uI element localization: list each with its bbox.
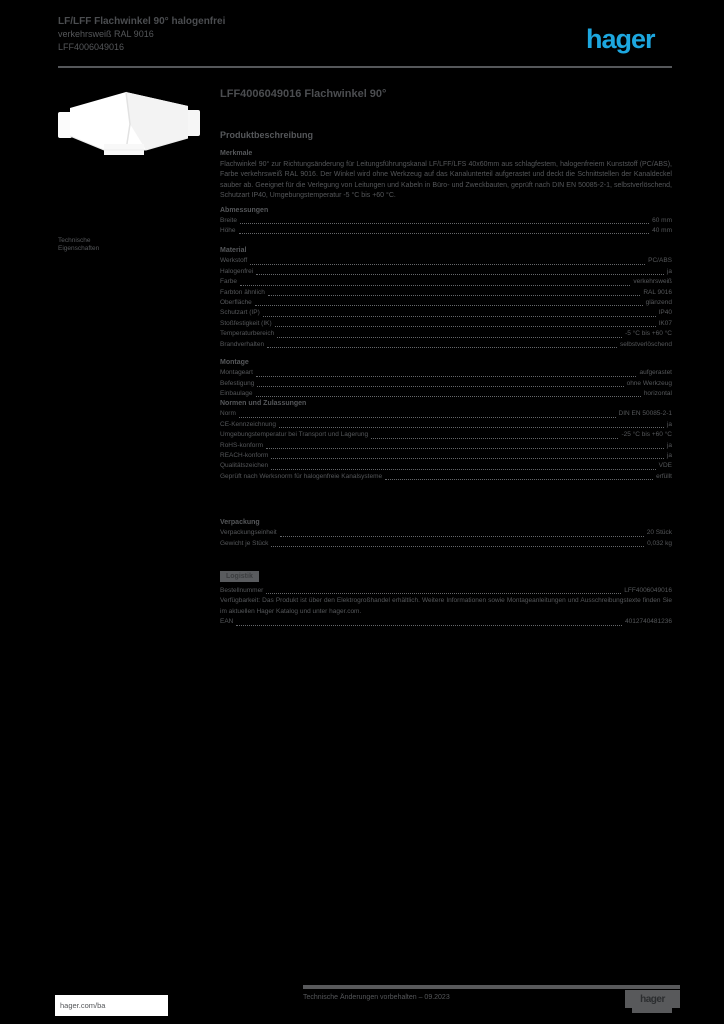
dot-leader bbox=[271, 468, 656, 470]
dot-leader bbox=[238, 233, 650, 235]
dot-leader bbox=[279, 535, 644, 537]
spec-row: Halogenfrei ja bbox=[220, 267, 672, 276]
spec-row: Brandverhalten selbstverlöschend bbox=[220, 340, 672, 349]
footer-divider bbox=[303, 985, 680, 989]
spec-row: Stoßfestigkeit (IK) IK07 bbox=[220, 319, 672, 328]
dot-leader bbox=[271, 545, 645, 547]
dot-leader bbox=[385, 479, 654, 481]
spec-row: Höhe 40 mm bbox=[220, 227, 672, 235]
side-label-line-1: Technische bbox=[58, 237, 91, 244]
header-line-2: verkehrsweiß RAL 9016 bbox=[58, 29, 154, 39]
spec-row: EAN 4012740481236 bbox=[220, 618, 672, 626]
spec-row: Einbaulage horizontal bbox=[220, 389, 672, 398]
section-heading-material: Material bbox=[220, 247, 247, 255]
spec-row: Umgebungstemperatur bei Transport und La… bbox=[220, 431, 672, 439]
dot-leader bbox=[265, 447, 664, 449]
dot-leader bbox=[267, 295, 641, 297]
spec-row: Verpackungseinheit 20 Stück bbox=[220, 529, 672, 537]
footer-hager-logo: hager bbox=[625, 990, 680, 1008]
footer-link[interactable]: hager.com/ba bbox=[60, 1001, 106, 1010]
dot-leader bbox=[274, 326, 656, 328]
dot-leader bbox=[266, 593, 622, 595]
spec-row: Norm DIN EN 50085-2-1 bbox=[220, 410, 672, 418]
hager-logo: hager bbox=[586, 24, 656, 54]
dot-leader bbox=[267, 347, 617, 349]
dot-leader bbox=[277, 336, 623, 338]
dot-leader bbox=[271, 458, 664, 460]
spec-rows-dimensions: Breite 60 mm Höhe 40 mm bbox=[220, 216, 672, 237]
section-material: Material Werkstoff PC/ABS Halogenfrei ja bbox=[220, 246, 672, 350]
spec-row: RoHS-konform ja bbox=[220, 441, 672, 449]
spec-row: Oberfläche glänzend bbox=[220, 299, 672, 307]
dot-leader bbox=[250, 263, 646, 265]
spec-row: Schutzart (IP) IP40 bbox=[220, 309, 672, 317]
section-norms: Normen und Zulassungen Norm DIN EN 50085… bbox=[220, 399, 672, 482]
dot-leader bbox=[254, 305, 643, 307]
section-logistics: Logistik Bestellnummer LFF4006049016 Ver… bbox=[220, 565, 672, 628]
dot-leader bbox=[238, 416, 616, 418]
dot-leader bbox=[256, 274, 664, 276]
header-divider bbox=[58, 66, 672, 68]
spec-rows-logistics: Bestellnummer LFF4006049016 Verfügbarkei… bbox=[220, 586, 672, 628]
spec-row: Verfügbarkeit: Das Produkt ist über den … bbox=[220, 597, 672, 615]
logistics-badge: Logistik bbox=[220, 570, 259, 582]
footer-hager-logo-text: hager bbox=[640, 993, 665, 1005]
spec-row: Farbton ähnlich RAL 9016 bbox=[220, 288, 672, 297]
header-line-3: LFF4006049016 bbox=[58, 42, 125, 52]
spec-row: Gewicht je Stück 0,032 kg bbox=[220, 539, 672, 547]
spec-row: Farbe verkehrsweiß bbox=[220, 278, 672, 286]
product-description-text: Flachwinkel 90° zur Richtungsänderung fü… bbox=[220, 161, 672, 200]
spec-rows-norms: Norm DIN EN 50085-2-1 CE-Kennzeichnung j… bbox=[220, 409, 672, 482]
main-column: LFF4006049016 Flachwinkel 90° Produktbes… bbox=[220, 88, 672, 628]
spec-row: Bestellnummer LFF4006049016 bbox=[220, 586, 672, 595]
footer-link-box[interactable]: hager.com/ba bbox=[55, 995, 168, 1016]
dot-leader bbox=[371, 437, 619, 439]
spec-row: CE-Kennzeichnung ja bbox=[220, 420, 672, 429]
side-section-label: Technische Eigenschaften bbox=[58, 237, 128, 253]
section-packaging: Verpackung Verpackungseinheit 20 Stück G… bbox=[220, 518, 672, 549]
footer-center-text: Technische Änderungen vorbehalten – 09.2… bbox=[303, 994, 450, 1001]
side-label-line-2: Eigenschaften bbox=[58, 245, 100, 252]
dot-leader bbox=[262, 315, 656, 317]
spec-rows-packaging: Verpackungseinheit 20 Stück Gewicht je S… bbox=[220, 528, 672, 549]
header-line-1: LF/LFF Flachwinkel 90° halogenfrei bbox=[58, 16, 226, 27]
header-title-block: LF/LFF Flachwinkel 90° halogenfrei verke… bbox=[58, 15, 358, 54]
section-heading-packaging: Verpackung bbox=[220, 519, 260, 527]
dot-leader bbox=[255, 396, 641, 398]
spec-row: REACH-konform ja bbox=[220, 451, 672, 460]
spec-row: Geprüft nach Werksnorm für halogenfreie … bbox=[220, 472, 672, 481]
spec-row: Temperaturbereich -5 °C bis +60 °C bbox=[220, 330, 672, 338]
section-heading-montage: Montage bbox=[220, 359, 249, 367]
dot-leader bbox=[236, 624, 622, 626]
product-image-flat-angle bbox=[58, 91, 200, 155]
section-dimensions: Abmessungen Breite 60 mm Höhe 40 mm bbox=[220, 206, 672, 237]
dot-leader bbox=[239, 284, 631, 286]
section-heading-norms: Normen und Zulassungen bbox=[220, 400, 307, 408]
product-title: LFF4006049016 Flachwinkel 90° bbox=[220, 88, 387, 100]
footer-logo-tab bbox=[632, 1008, 672, 1013]
section-montage: Montage Montageart aufgerastet Befestigu… bbox=[220, 358, 672, 399]
spec-row: Qualitätszeichen VDE bbox=[220, 462, 672, 470]
spec-row: Befestigung ohne Werkzeug bbox=[220, 379, 672, 387]
dot-leader bbox=[279, 427, 664, 429]
features-label: Merkmale bbox=[220, 150, 253, 157]
dot-leader bbox=[255, 375, 637, 377]
section-product-description: Produktbeschreibung bbox=[220, 130, 314, 140]
spec-row: Werkstoff PC/ABS bbox=[220, 257, 672, 265]
dot-leader bbox=[257, 385, 624, 387]
dot-leader bbox=[239, 223, 650, 225]
spec-row: Montageart aufgerastet bbox=[220, 369, 672, 377]
spec-rows-material: Werkstoff PC/ABS Halogenfrei ja Farbe v bbox=[220, 256, 672, 350]
spec-row: Breite 60 mm bbox=[220, 216, 672, 225]
section-heading-dimensions: Abmessungen bbox=[220, 206, 269, 214]
spec-rows-montage: Montageart aufgerastet Befestigung ohne … bbox=[220, 368, 672, 399]
